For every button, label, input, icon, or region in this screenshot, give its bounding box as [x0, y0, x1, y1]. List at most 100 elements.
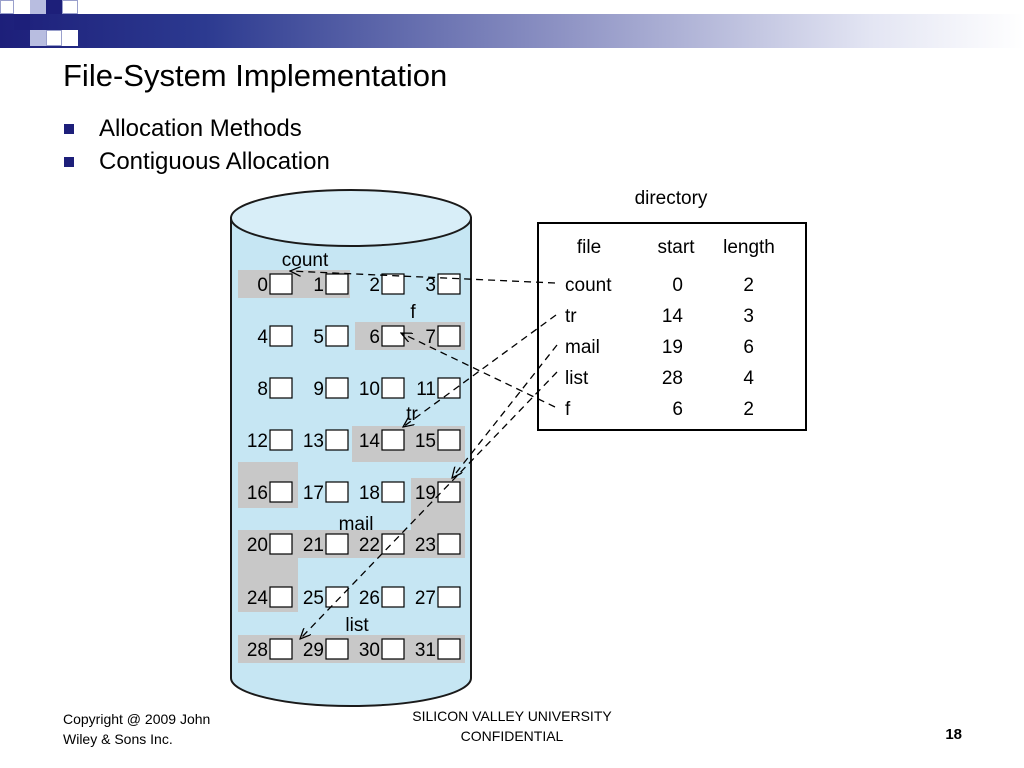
disk-block-number: 12 — [247, 431, 268, 452]
disk-block-box — [269, 586, 293, 608]
disk-block-box — [381, 638, 405, 660]
disk-block-number: 10 — [359, 379, 380, 400]
pointer-arrow — [300, 371, 558, 639]
disk-block-box — [437, 533, 461, 555]
title-gradient-bar — [0, 14, 1024, 48]
disk-block-box — [381, 533, 405, 555]
disk-block-box — [269, 481, 293, 503]
file-region-label: f — [410, 302, 416, 323]
disk-block-box — [325, 273, 349, 295]
decor-square — [30, 0, 46, 14]
decor-square — [62, 0, 78, 14]
disk-block-box — [381, 325, 405, 347]
directory-header: file — [577, 237, 601, 258]
disk-block-number: 24 — [247, 588, 269, 609]
disk-block-number: 2 — [369, 275, 380, 296]
disk-block-number: 5 — [313, 327, 324, 348]
file-region-label: tr — [406, 404, 418, 425]
directory-file-cell: list — [565, 368, 589, 389]
file-region-label: count — [282, 250, 329, 271]
disk-block-number: 0 — [257, 275, 268, 296]
square-bullet-icon — [64, 123, 74, 134]
disk-block-box — [325, 429, 349, 451]
copyright-footer: Copyright @ 2009 John Wiley & Sons Inc. — [63, 709, 210, 749]
square-bullet-icon — [64, 156, 74, 167]
disk-block-number: 27 — [415, 588, 436, 609]
disk-block-number: 3 — [425, 275, 436, 296]
disk-block-number: 13 — [303, 431, 324, 452]
disk-block-box — [325, 533, 349, 555]
decor-square — [30, 30, 46, 46]
disk-block-box — [269, 429, 293, 451]
disk-block-number: 1 — [313, 275, 324, 296]
disk-block-box — [269, 638, 293, 660]
decor-square — [0, 0, 14, 14]
footer-line: CONFIDENTIAL — [460, 728, 564, 744]
directory-header: length — [723, 237, 775, 258]
decor-square — [14, 14, 30, 30]
confidential-footer: SILICON VALLEY UNIVERSITY CONFIDENTIAL — [372, 706, 652, 746]
directory-title: directory — [635, 188, 708, 209]
directory-start-cell: 14 — [662, 306, 684, 327]
disk-block-box — [437, 377, 461, 399]
disk-block-box — [381, 273, 405, 295]
disk-block-number: 31 — [415, 640, 436, 661]
file-region-label: list — [345, 615, 369, 636]
disk-block-box — [325, 377, 349, 399]
disk-block-number: 26 — [359, 588, 380, 609]
pointer-arrow — [403, 314, 557, 427]
slide-title: File-System Implementation — [63, 58, 448, 93]
disk-block-number: 14 — [359, 431, 381, 452]
disk-block-box — [381, 429, 405, 451]
disk-block-number: 16 — [247, 483, 268, 504]
disk-block-box — [437, 273, 461, 295]
bullet-item: Allocation Methods — [64, 112, 330, 145]
disk-block-number: 9 — [313, 379, 324, 400]
disk-block-box — [437, 638, 461, 660]
disk-block-number: 8 — [257, 379, 268, 400]
disk-block-box — [437, 481, 461, 503]
disk-block-box — [325, 586, 349, 608]
decor-square — [46, 30, 62, 46]
directory-file-cell: f — [565, 399, 571, 420]
disk-block-number: 17 — [303, 483, 324, 504]
decor-square — [46, 0, 62, 14]
disk-block-box — [269, 533, 293, 555]
directory-start-cell: 6 — [672, 399, 683, 420]
pointer-arrow — [290, 271, 556, 284]
directory-table-frame — [537, 222, 807, 431]
bullet-text: Contiguous Allocation — [99, 147, 330, 175]
pointer-arrow — [452, 344, 558, 478]
directory-file-cell: mail — [565, 337, 600, 358]
disk-block-number: 25 — [303, 588, 324, 609]
disk-block-number: 4 — [257, 327, 268, 348]
bullet-text: Allocation Methods — [99, 114, 302, 142]
disk-block-number: 15 — [415, 431, 436, 452]
disk-block-box — [325, 481, 349, 503]
directory-start-cell: 28 — [662, 368, 683, 389]
directory-start-cell: 19 — [662, 337, 683, 358]
disk-block-box — [437, 429, 461, 451]
disk-block-box — [437, 325, 461, 347]
disk-block-box — [269, 273, 293, 295]
disk-block-box — [381, 377, 405, 399]
disk-block-box — [269, 377, 293, 399]
disk-block-number: 11 — [416, 379, 436, 400]
disk-block-number: 7 — [425, 327, 436, 348]
directory-file-cell: count — [565, 275, 612, 296]
bullet-item: Contiguous Allocation — [64, 145, 330, 178]
disk-block-number: 30 — [359, 640, 380, 661]
directory-length-cell: 3 — [743, 306, 754, 327]
copyright-line: Copyright @ 2009 John — [63, 711, 211, 727]
disk-block-number: 28 — [247, 640, 268, 661]
directory-length-cell: 2 — [743, 399, 754, 420]
disk-block-number: 6 — [369, 327, 380, 348]
disk-block-number: 21 — [303, 535, 324, 556]
disk-block-box — [437, 586, 461, 608]
disk-block-box — [325, 638, 349, 660]
disk-block-box — [381, 586, 405, 608]
disk-block-number: 18 — [359, 483, 380, 504]
directory-start-cell: 0 — [672, 275, 683, 296]
disk-block-box — [269, 325, 293, 347]
